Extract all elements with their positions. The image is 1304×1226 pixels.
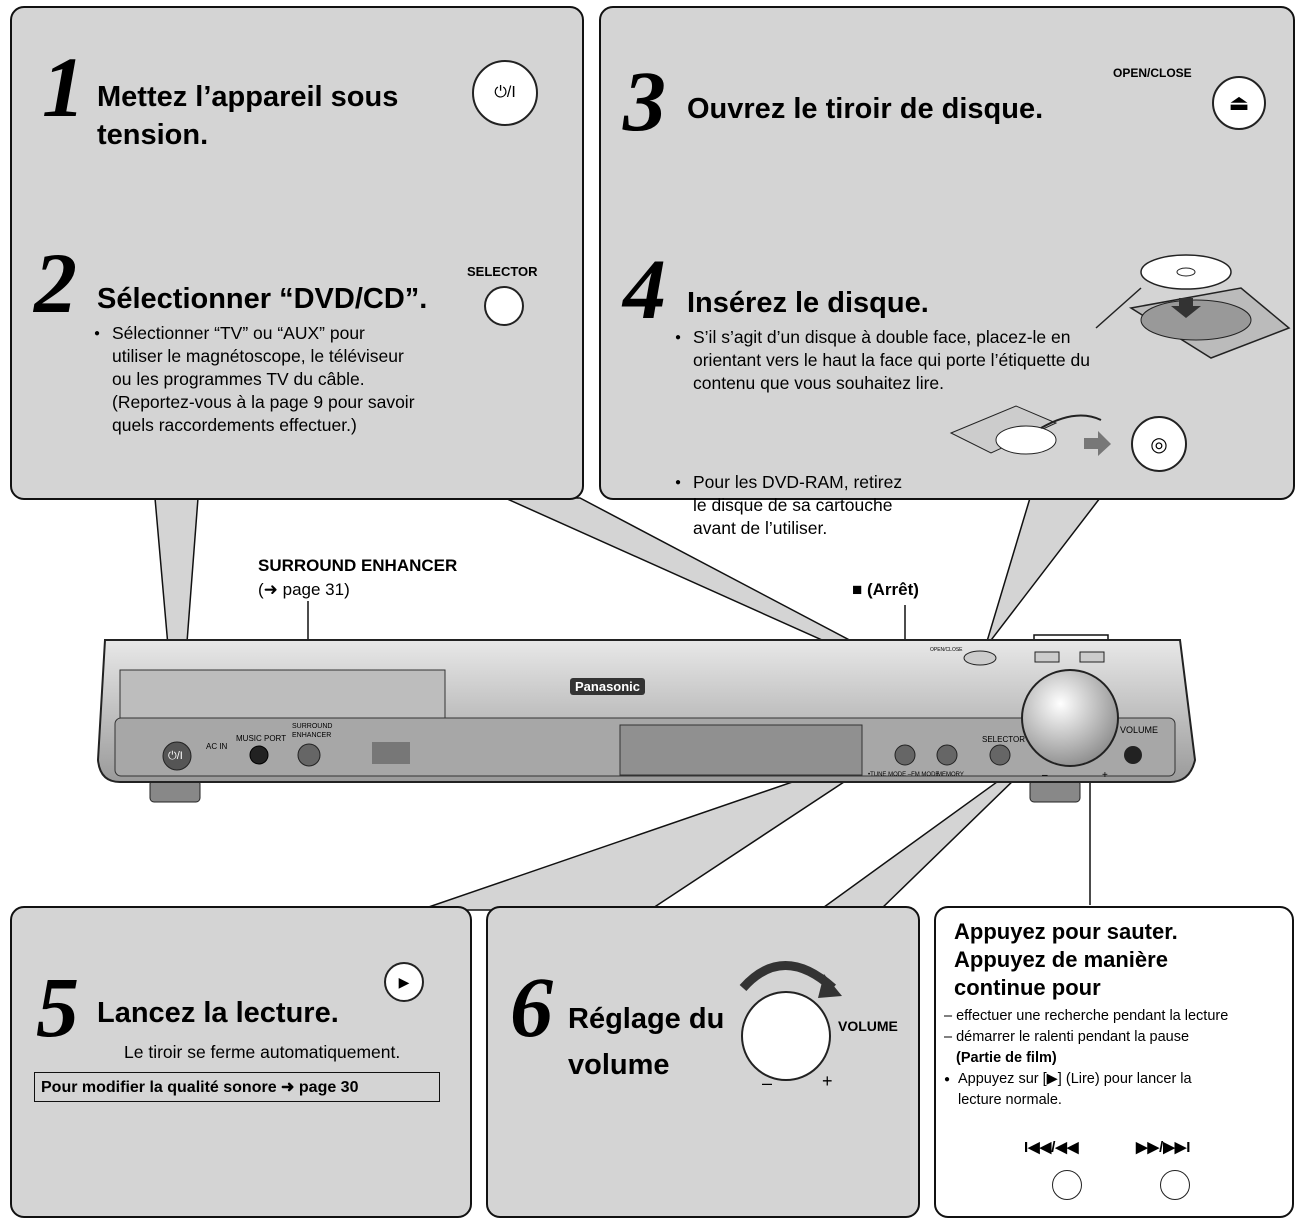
device-open-close-label: OPEN/CLOSE [930,647,963,653]
power-button-icon[interactable]: ⏻/I [472,60,538,126]
step5-title: Lancez la lecture. [97,997,339,1029]
open-close-label: OPEN/CLOSE [1113,66,1192,80]
step4-bullet1: S’il s’agit d’un disque à double face, p… [675,326,1304,395]
play-button-icon[interactable]: ▶ [384,962,424,1002]
step3-title: Ouvrez le tiroir de disque. [687,93,1044,125]
step5-note: Le tiroir se ferme automatiquement. [124,1042,401,1062]
step2-bullet: Sélectionner “TV” ou “AUX” pour utiliser… [94,322,664,437]
eject-button-icon[interactable]: ⏏ [1212,76,1266,130]
dvd-ram-cartridge-illustration [949,405,1111,456]
step5-panel: 5 Lancez la lecture. ▶ Le tiroir se ferm… [10,906,472,1218]
next-skip-button-icon[interactable] [1160,1170,1190,1200]
device-plus-label: + [1102,770,1108,781]
step4-title: Insérez le disque. [687,287,929,319]
selector-label: SELECTOR [467,264,538,279]
tune-mode-label: •TUNE MODE –FM MODE [868,772,940,778]
next-skip-label: ▶▶/▶▶I [1136,1139,1191,1156]
ac-in-label: AC IN [206,742,228,751]
skip-title: Appuyez pour sauter. Appuyez de manière … [954,919,1178,1000]
skip-details: – effectuer une recherche pendant la lec… [944,1006,1228,1111]
music-port-label: MUSIC PORT [236,734,287,743]
step2-number: 2 [34,235,77,331]
step6-number: 6 [510,959,553,1055]
device-minus-label: – [1042,770,1048,781]
memory-label: MEMORY [937,772,964,778]
volume-knob-icon[interactable] [728,948,848,1088]
device-front-panel [96,639,1197,803]
volume-label: VOLUME [838,1018,898,1034]
step2-title: Sélectionner “DVD/CD”. [97,283,428,315]
skip-panel: Appuyez pour sauter. Appuyez de manière … [934,906,1294,1218]
selector-button-icon[interactable] [484,286,524,326]
brand-logo: Panasonic [570,678,646,695]
device-power-label: ⏻/I [168,750,183,762]
step1-number: 1 [42,39,85,135]
surround-page-ref: (➜ page 31) [258,580,350,599]
sound-quality-link[interactable]: Pour modifier la qualité sonore ➜ page 3… [34,1072,440,1102]
device-selector-label: SELECTOR [982,735,1025,744]
surround-enhancer-callout: SURROUND ENHANCER [258,556,458,575]
device-volume-label: VOLUME [1120,725,1159,735]
step4-bullet2: Pour les DVD-RAM, retirez le disque de s… [675,471,1304,540]
volume-minus: – [762,1073,773,1093]
step3-number: 3 [623,53,666,149]
disc-icon: ◎ [1131,416,1187,472]
step5-number: 5 [36,959,79,1055]
prev-skip-label: I◀◀/◀◀ [1024,1139,1079,1156]
stop-callout: ■ (Arrêt) [852,580,919,599]
step4-number: 4 [623,241,666,337]
prev-skip-button-icon[interactable] [1052,1170,1082,1200]
volume-plus: + [822,1071,833,1091]
step3-4-panel: 3 Ouvrez le tiroir de disque. OPEN/CLOSE… [599,6,1295,538]
disc-tray-illustration [1095,254,1291,359]
skip-bullet: Appuyez sur [▶] (Lire) pour lancer la le… [944,1069,1228,1111]
